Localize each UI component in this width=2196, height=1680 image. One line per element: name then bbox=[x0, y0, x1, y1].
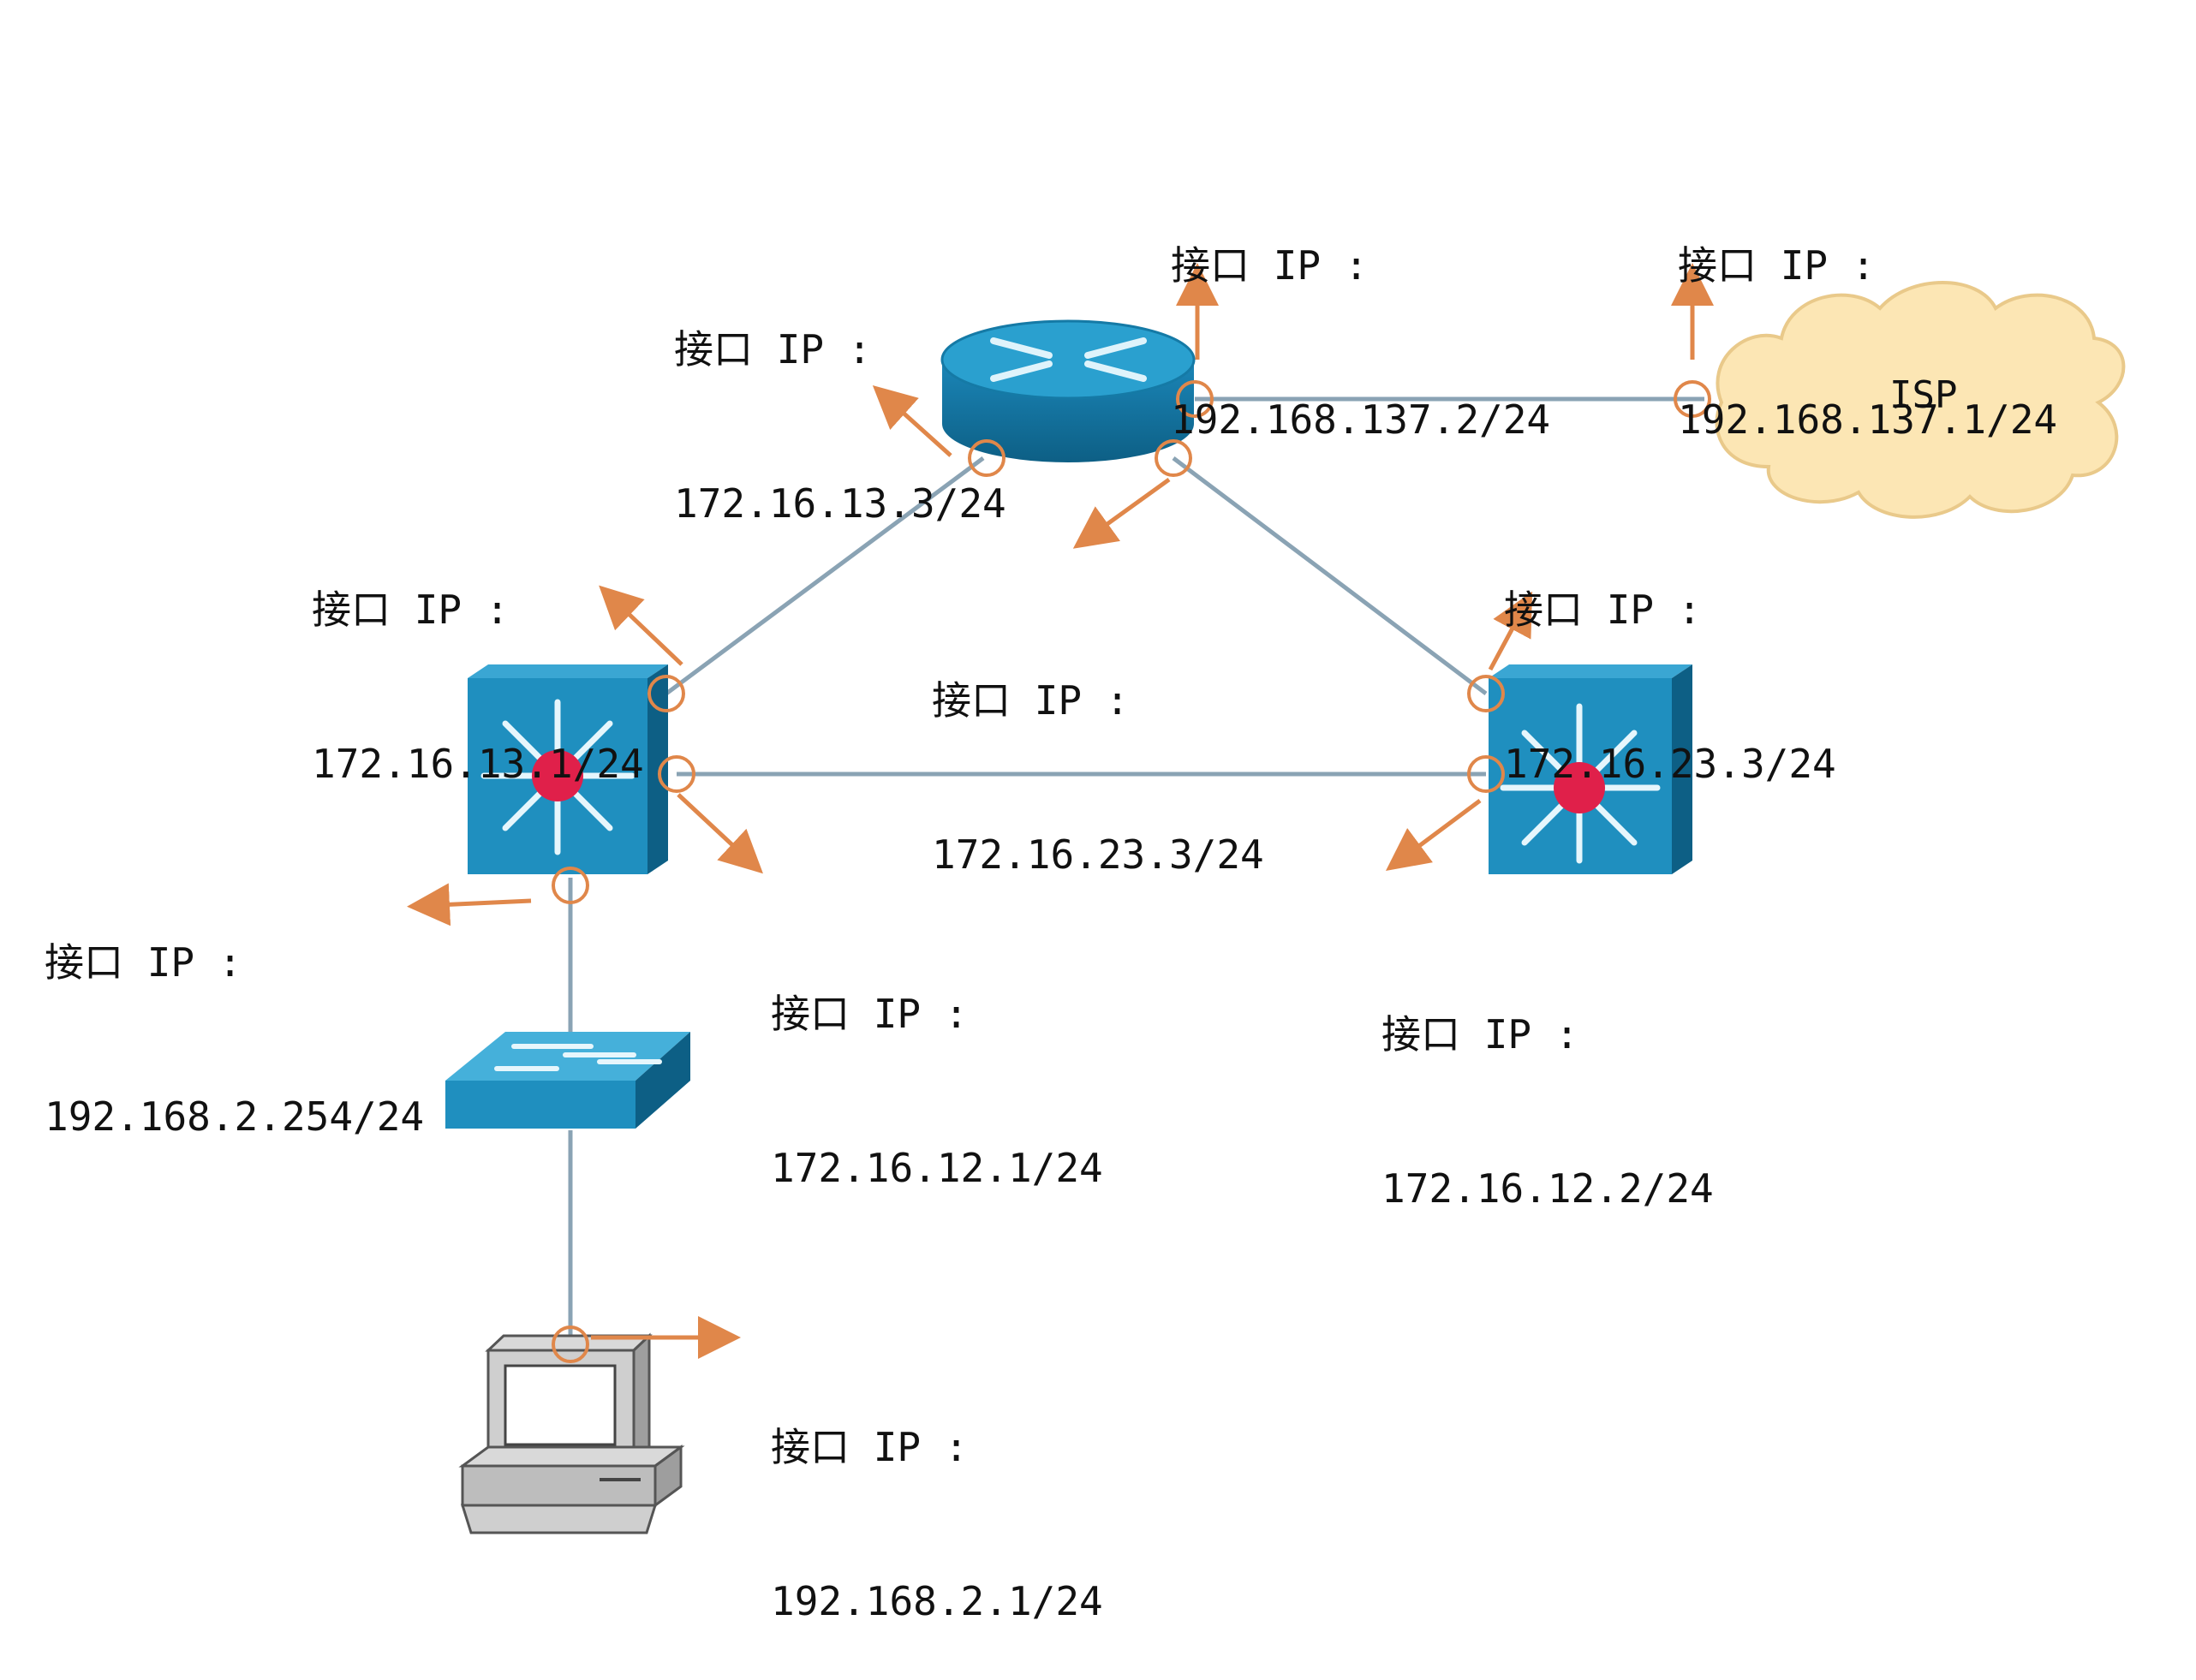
interface-label-l3b-up: 接口 IP : 172.16.23.3/24 bbox=[1504, 481, 1836, 841]
link-router-l3b bbox=[1172, 456, 1488, 695]
interface-title: 接口 IP : bbox=[674, 326, 872, 372]
interface-label-router-down: 接口 IP : 172.16.23.3/24 bbox=[932, 572, 1264, 932]
arrow-l3b-left bbox=[1385, 798, 1482, 871]
port-l3a-right bbox=[658, 755, 695, 793]
interface-ip: 192.168.2.254/24 bbox=[45, 1093, 425, 1140]
interface-ip: 172.16.13.1/24 bbox=[312, 741, 644, 787]
interface-label-l3a-up: 接口 IP : 172.16.13.1/24 bbox=[312, 481, 644, 841]
interface-label-isp-side: 接口 IP : 192.168.137.1/24 bbox=[1678, 137, 2057, 497]
pc-icon bbox=[458, 1332, 685, 1534]
interface-ip: 172.16.23.3/24 bbox=[932, 831, 1264, 878]
interface-title: 接口 IP : bbox=[1678, 242, 1876, 289]
port-l3a-up bbox=[647, 675, 685, 712]
interface-title: 接口 IP : bbox=[1171, 242, 1369, 289]
link-router-l3a bbox=[665, 456, 985, 696]
arrow-router-down bbox=[1072, 477, 1171, 549]
interface-ip: 192.168.137.2/24 bbox=[1171, 396, 1551, 443]
interface-label-l3a-right: 接口 IP : 172.16.12.1/24 bbox=[771, 885, 1103, 1245]
arrow-l3a-up bbox=[599, 585, 683, 666]
isp-cloud bbox=[1715, 281, 2126, 519]
interface-title: 接口 IP : bbox=[771, 1424, 969, 1470]
port-router-left bbox=[968, 439, 1006, 477]
port-router-down bbox=[1155, 439, 1192, 477]
l3-switch-right-icon bbox=[1489, 664, 1692, 874]
pointer-arrows bbox=[407, 263, 1714, 1359]
interface-markers bbox=[552, 380, 1711, 1363]
arrow-l3a-right bbox=[677, 793, 763, 874]
isp-label: ISP bbox=[1889, 373, 1958, 417]
router-icon bbox=[940, 319, 1196, 462]
port-pc bbox=[552, 1326, 589, 1363]
interface-title: 接口 IP : bbox=[1381, 1011, 1579, 1057]
interface-title: 接口 IP : bbox=[771, 991, 969, 1037]
interface-label-l3b-left: 接口 IP : 172.16.12.2/24 bbox=[1381, 906, 1714, 1266]
port-l3a-down bbox=[552, 867, 589, 904]
interface-ip: 172.16.12.1/24 bbox=[771, 1145, 1103, 1191]
links bbox=[568, 396, 1704, 1344]
port-l3b-left bbox=[1467, 755, 1505, 793]
interface-title: 接口 IP : bbox=[45, 939, 242, 986]
arrow-router-left bbox=[872, 384, 952, 457]
port-l3b-up bbox=[1467, 675, 1505, 712]
interface-title: 接口 IP : bbox=[932, 677, 1130, 724]
interface-ip: 192.168.2.1/24 bbox=[771, 1578, 1103, 1624]
arrow-l3a-left bbox=[407, 883, 532, 926]
interface-ip: 192.168.137.1/24 bbox=[1678, 396, 2058, 443]
interface-label-l3a-left: 接口 IP : 192.168.2.254/24 bbox=[45, 834, 424, 1194]
interface-ip: 172.16.23.3/24 bbox=[1504, 741, 1836, 787]
access-switch-icon bbox=[445, 1032, 690, 1129]
port-isp bbox=[1674, 380, 1711, 418]
arrow-l3b-up bbox=[1488, 591, 1533, 671]
l3-switch-left-icon bbox=[468, 664, 668, 874]
interface-ip: 172.16.12.2/24 bbox=[1381, 1165, 1714, 1212]
interface-title: 接口 IP : bbox=[312, 587, 510, 633]
interface-label-router-top: 接口 IP : 192.168.137.2/24 bbox=[1171, 137, 1550, 497]
interface-label-pc: 接口 IP : 192.168.2.1/24 bbox=[771, 1319, 1103, 1678]
port-router-top bbox=[1176, 380, 1214, 418]
interface-label-router-left: 接口 IP : 172.16.13.3/24 bbox=[674, 221, 1006, 581]
interface-ip: 172.16.13.3/24 bbox=[674, 480, 1006, 527]
interface-title: 接口 IP : bbox=[1504, 587, 1702, 633]
